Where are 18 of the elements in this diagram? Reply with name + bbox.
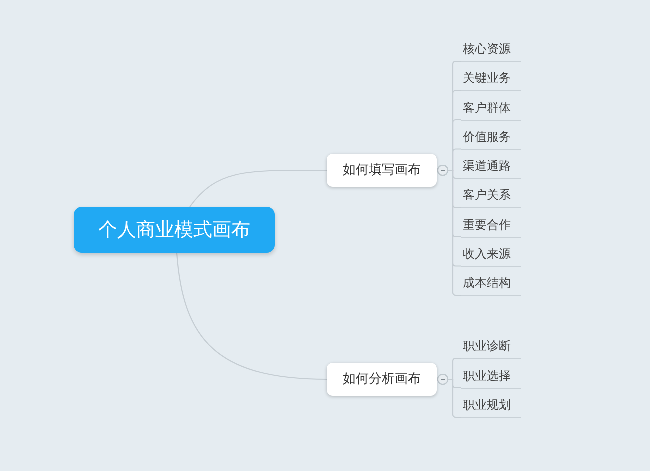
subtopic-box: 如何填写画布 <box>327 154 437 187</box>
leaf-topic: 价值服务 <box>461 124 521 150</box>
connector-line <box>437 374 461 418</box>
leaf-topic: 重要合作 <box>461 212 521 238</box>
leaf-topic: 客户群体 <box>461 96 521 120</box>
leaf-topic: 收入来源 <box>461 242 521 267</box>
leaf-topic: 渠道通路 <box>461 154 521 179</box>
leaf-topic: 关键业务 <box>461 66 521 92</box>
leaf-topic: 职业规划 <box>461 393 521 418</box>
root-topic-box: 个人商业模式画布 <box>74 207 275 253</box>
leaf-topic: 成本结构 <box>461 271 521 296</box>
connector-line <box>176 252 328 380</box>
leaf-topic: 职业诊断 <box>461 334 521 359</box>
leaf-topic: 核心资源 <box>461 37 521 62</box>
connector-line <box>190 170 327 208</box>
subtopic-box: 如何分析画布 <box>327 363 437 396</box>
leaf-topic: 客户关系 <box>461 183 521 208</box>
leaf-topic: 职业选择 <box>461 364 521 388</box>
